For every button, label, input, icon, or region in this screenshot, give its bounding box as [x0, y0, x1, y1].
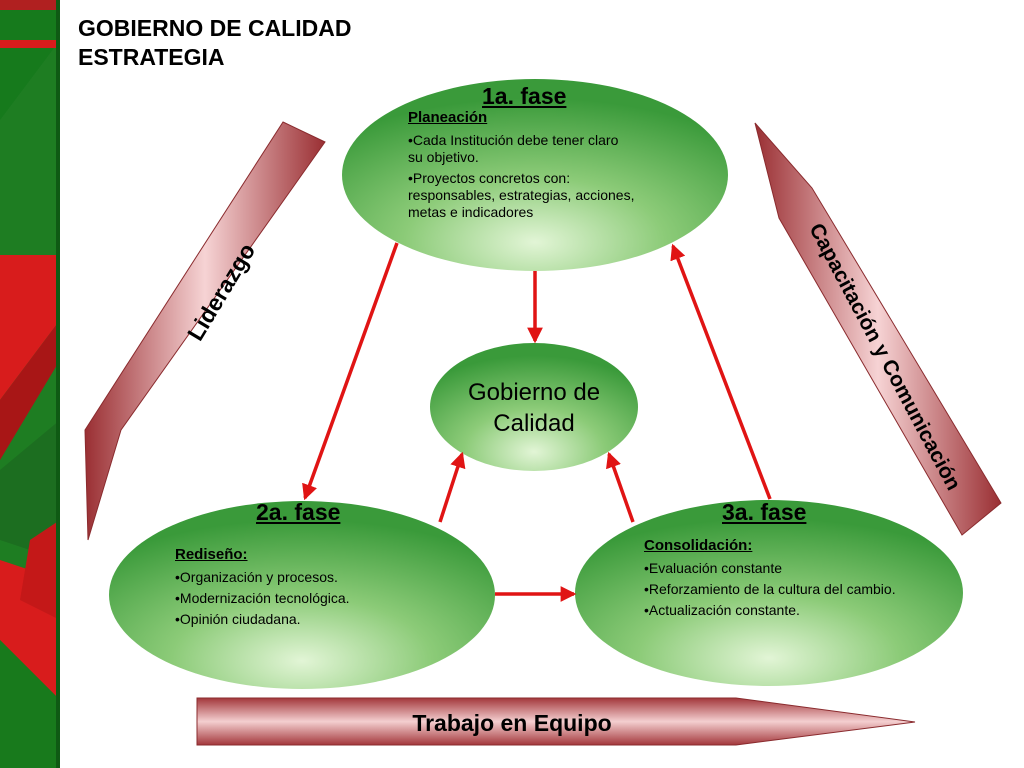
phase-3-bullet-3: •Actualización constante.	[644, 602, 800, 618]
phase-3-ellipse	[575, 500, 963, 686]
phase-1-heading: Planeación	[408, 109, 488, 126]
phase-3-content: Consolidación: •Evaluación constante •Re…	[644, 537, 898, 623]
phase-2-ellipse	[109, 501, 495, 689]
phase-3-heading: Consolidación:	[644, 537, 753, 554]
phase-2-heading: Rediseño:	[175, 546, 248, 563]
arrow-phase2-to-center	[438, 451, 466, 523]
pencil-arrow-left	[84, 121, 326, 541]
phase-1-content: Planeación •Cada Institución debe tener …	[408, 109, 636, 225]
title-line-2: ESTRATEGIA	[78, 44, 225, 70]
decorative-sidebar	[0, 0, 60, 768]
slide-title: GOBIERNO DE CALIDAD ESTRATEGIA	[78, 14, 351, 72]
phase-1-label: 1a. fase	[482, 83, 567, 109]
center-line-1: Gobierno de	[467, 379, 601, 406]
center-ellipse	[430, 343, 638, 471]
phase-3-bullet-1: •Evaluación constante	[644, 560, 782, 576]
pencil-arrow-right	[754, 122, 1002, 536]
arrow-phase1-to-phase2	[302, 242, 399, 501]
phase-2-bullet-1: •Organización y procesos.	[175, 569, 338, 585]
teamwork-label: Trabajo en Equipo	[412, 710, 611, 736]
phase-2-label: 2a. fase	[256, 499, 341, 525]
phase-1-bullet-1: •Cada Institución debe tener claro su ob…	[408, 132, 619, 165]
phase-3-bullet-2: •Reforzamiento de la cultura del cambio.	[644, 581, 896, 597]
title-line-1: GOBIERNO DE CALIDAD	[78, 15, 352, 41]
phase-2-content: Rediseño: •Organización y procesos. •Mod…	[175, 546, 415, 632]
center-line-2: Calidad	[493, 410, 575, 437]
phase-2-bullet-3: •Opinión ciudadana.	[175, 611, 301, 627]
pencil-arrow-bottom	[196, 697, 916, 746]
phase-1-bullet-2: •Proyectos concretos con: responsables, …	[408, 170, 635, 220]
flow-arrows	[302, 242, 772, 602]
arrow-phase3-to-center	[606, 451, 635, 523]
phase-1-ellipse	[342, 79, 728, 271]
center-label: Gobierno de Calidad	[432, 377, 636, 439]
phase-2-bullet-2: •Modernización tecnológica.	[175, 590, 350, 606]
training-communication-label: Capacitación y Comunicación	[804, 220, 965, 495]
phase-3-label: 3a. fase	[722, 499, 807, 525]
arrow-phase3-to-phase1	[670, 243, 772, 500]
